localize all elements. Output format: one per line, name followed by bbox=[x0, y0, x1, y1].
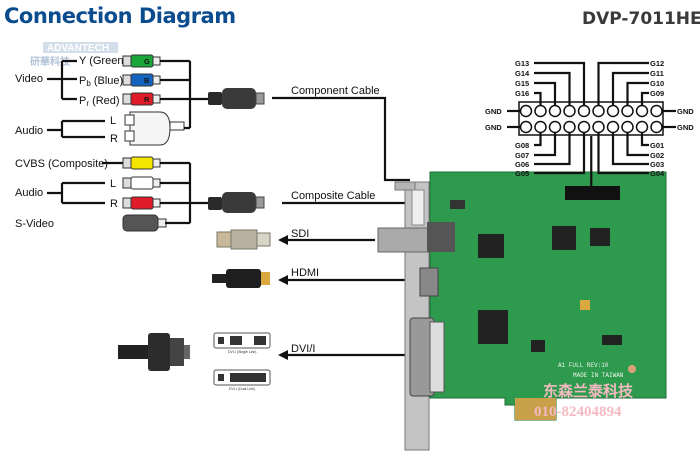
gpio-label: G14 bbox=[515, 69, 530, 78]
composite-audio-label: Audio bbox=[15, 187, 43, 199]
dvi-output: DVI-I (Single Link) DVI-I (Dual Link) DV… bbox=[118, 332, 425, 391]
audio-left-label: L bbox=[110, 115, 116, 127]
dvi-dual-link-label: DVI-I (Dual Link) bbox=[229, 387, 255, 391]
gpio-label: G13 bbox=[515, 59, 529, 68]
sdi-output: SDI bbox=[216, 228, 375, 250]
pr-red-label: Pr (Red) bbox=[79, 95, 120, 108]
composite-audio-right-label: R bbox=[110, 198, 118, 210]
rca-green-plug: G bbox=[122, 54, 161, 68]
gpio-label: G10 bbox=[650, 79, 664, 88]
gpio-label: G15 bbox=[515, 79, 529, 88]
rca-white-plug bbox=[122, 176, 161, 190]
audio-label: Audio bbox=[15, 125, 43, 137]
dvi-single-link-label: DVI-I (Single Link) bbox=[228, 350, 256, 354]
component-cable-label: Component Cable bbox=[291, 85, 380, 97]
gpio-pin bbox=[577, 104, 591, 118]
diagram-title: Connection Diagram bbox=[4, 4, 236, 28]
gpio-pin bbox=[592, 120, 605, 134]
stereo-breakout-connector bbox=[124, 111, 185, 146]
gpio-label: G05 bbox=[515, 169, 529, 178]
component-group: Video Y (Green) Pb (Blue) Pr (Red) G B R A… bbox=[15, 54, 410, 182]
gpio-pin bbox=[577, 120, 591, 134]
advantech-watermark-text: ADVANTECH bbox=[47, 43, 109, 54]
rca-red-plug: R bbox=[122, 92, 161, 106]
gpio-pin bbox=[621, 120, 634, 134]
gpio-pin bbox=[563, 120, 576, 134]
video-label: Video bbox=[15, 73, 43, 85]
plug-letter: B bbox=[144, 76, 150, 85]
y-green-label: Y (Green) bbox=[79, 55, 127, 67]
advantech-watermark: ADVANTECH 研華科技 bbox=[30, 42, 118, 68]
gpio-pin bbox=[592, 104, 605, 118]
gpio-label: G16 bbox=[515, 89, 529, 98]
gpio-pin bbox=[635, 104, 649, 118]
gpio-pin bbox=[534, 104, 547, 118]
component-cable-plug bbox=[208, 88, 265, 109]
hdmi-output: HDMI bbox=[212, 267, 425, 288]
rca-blue-plug: B bbox=[122, 73, 161, 87]
gnd-right-top: GND bbox=[677, 107, 694, 116]
svideo-label: S-Video bbox=[15, 218, 54, 230]
cvbs-label: CVBS (Composite) bbox=[15, 158, 108, 170]
sdi-label: SDI bbox=[291, 228, 309, 240]
gpio-label: G04 bbox=[650, 169, 665, 178]
gpio-label: G01 bbox=[650, 141, 664, 150]
gpio-label: G11 bbox=[650, 69, 664, 78]
gpio-pin bbox=[548, 104, 562, 118]
gpio-pin bbox=[635, 120, 649, 134]
pb-blue-label: Pb (Blue) bbox=[79, 75, 123, 88]
gnd-left-bottom: GND bbox=[485, 123, 502, 132]
dealer-watermark-phone: 010-82404894 bbox=[534, 404, 622, 420]
gpio-label: G09 bbox=[650, 89, 664, 98]
dvp-7011he-board: A1 FULL REV:10 MADE IN TAIWAN bbox=[377, 171, 667, 451]
composite-cable-plug bbox=[208, 192, 265, 213]
dealer-watermark: 东森兰泰科技 010-82404894 bbox=[534, 382, 634, 420]
plug-letter: R bbox=[144, 95, 150, 104]
model-name: DVP-7011HE bbox=[582, 9, 700, 29]
gnd-left-top: GND bbox=[485, 107, 502, 116]
gpio-pin bbox=[621, 104, 634, 118]
svideo-plug bbox=[122, 214, 167, 232]
gpio-pin bbox=[548, 120, 562, 134]
plug-letter: G bbox=[144, 57, 150, 66]
composite-group: CVBS (Composite) Audio L R S-Video Compo… bbox=[15, 156, 410, 232]
dvi-dual-link-icon: DVI-I (Dual Link) bbox=[213, 369, 271, 391]
composite-audio-left-label: L bbox=[110, 178, 116, 190]
dvi-single-link-icon: DVI-I (Single Link) bbox=[213, 332, 271, 354]
gpio-pin bbox=[534, 120, 547, 134]
gpio-label: G12 bbox=[650, 59, 664, 68]
gnd-right-bottom: GND bbox=[677, 123, 694, 132]
gpio-pin bbox=[650, 104, 663, 118]
gpio-label: G08 bbox=[515, 141, 529, 150]
gpio-pin bbox=[650, 120, 663, 134]
composite-cable-label: Composite Cable bbox=[291, 190, 375, 202]
board-silkscreen-rev: A1 FULL REV:10 bbox=[558, 362, 609, 369]
gpio-label: G07 bbox=[515, 151, 529, 160]
audio-right-label: R bbox=[110, 133, 118, 145]
board-silkscreen-made-in: MADE IN TAIWAN bbox=[573, 372, 624, 379]
bnc-connector-icon bbox=[216, 229, 271, 250]
gpio-pin bbox=[519, 120, 533, 134]
dvi-plug-icon bbox=[118, 333, 190, 371]
hdmi-label: HDMI bbox=[291, 267, 319, 279]
gpio-pin bbox=[519, 104, 533, 118]
gpio-label: G02 bbox=[650, 151, 664, 160]
hdmi-connector-icon bbox=[212, 269, 270, 288]
gpio-label: G06 bbox=[515, 160, 529, 169]
gpio-pin bbox=[606, 120, 620, 134]
gpio-label: G03 bbox=[650, 160, 664, 169]
rca-red-plug bbox=[122, 196, 161, 210]
dealer-watermark-cn: 东森兰泰科技 bbox=[543, 382, 634, 400]
gpio-pin bbox=[606, 104, 620, 118]
dvi-label: DVI/I bbox=[291, 343, 315, 355]
gpio-pin bbox=[563, 104, 576, 118]
rca-yellow-plug bbox=[122, 156, 161, 170]
advantech-watermark-cn: 研華科技 bbox=[30, 55, 71, 68]
